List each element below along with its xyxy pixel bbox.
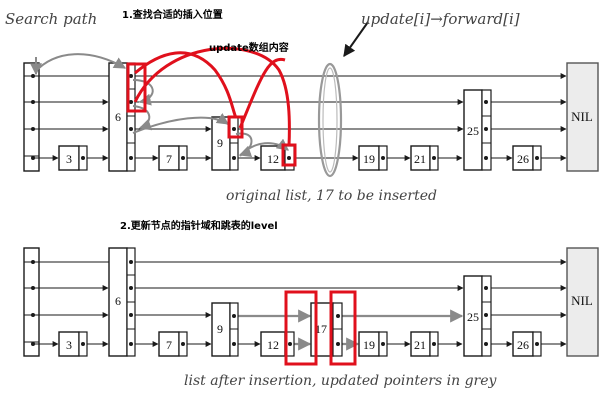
bottom-nil-label: NIL [571,293,593,308]
bottom-node-19-key: 19 [363,338,375,352]
step1-label: 1.查找合适的插入位置 [122,8,223,21]
bottom-node-21-key: 21 [414,338,426,352]
top-node-6-key: 6 [115,110,121,124]
top-node-25-key: 25 [467,124,479,138]
top-nil-node: NIL [566,62,599,172]
top-list: 6 3 7 9 12 19 [23,21,599,178]
top-node-21-key: 21 [414,152,426,166]
top-node-9-key: 9 [217,136,223,150]
bottom-updated-pointers [234,309,464,351]
arrow-icon [343,21,369,57]
top-node-19-key: 19 [363,152,375,166]
top-update-curves [133,46,291,147]
update-array-label: update数组内容 [209,41,289,54]
bottom-level-pointers [33,259,567,347]
bottom-update-highlights [284,290,357,366]
bottom-nil-node: NIL [566,247,599,357]
bottom-node-3-key: 3 [66,338,72,352]
bottom-node-6-key: 6 [115,294,121,308]
step2-label: 2.更新节点的指针域和跳表的level [120,219,278,232]
ellipse-ring-icon [317,62,343,178]
search-path-label: Search path [5,10,97,28]
top-node-26-key: 26 [517,152,529,166]
update-forward-label: update[i]→forward[i] [361,10,520,28]
top-pointer-dots [31,74,539,160]
top-header-node [23,62,40,172]
bottom-node-26-key: 26 [517,338,529,352]
bottom-node-9: 9 [211,302,239,357]
bottom-node-6: 6 [108,247,136,357]
top-node-12-key: 12 [267,152,279,166]
top-node-3-key: 3 [66,152,72,166]
top-node-6: 6 [108,62,136,172]
bottom-caption: list after insertion, updated pointers i… [184,373,498,389]
top-nil-label: NIL [571,109,593,124]
bottom-node-25-key: 25 [467,310,479,324]
bottom-header-node [23,247,40,357]
bottom-node-9-key: 9 [217,322,223,336]
bottom-node-12-key: 12 [267,338,279,352]
bottom-node-17-key: 17 [315,322,327,336]
bottom-node-7-key: 7 [166,338,172,352]
top-node-9: 9 [211,116,239,171]
top-cut-ring [317,62,343,178]
top-node-7-key: 7 [166,152,172,166]
bottom-list: 6 3 7 9 12 17 [23,247,599,366]
bottom-pointer-dots [31,260,539,346]
top-caption: original list, 17 to be inserted [226,188,437,204]
